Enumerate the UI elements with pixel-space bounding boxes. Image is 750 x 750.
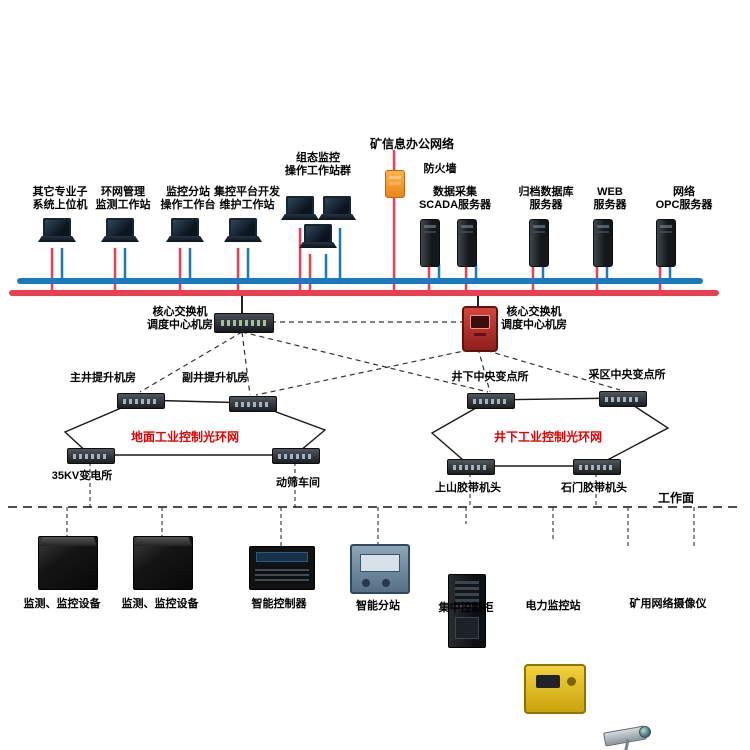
- monitoring-device-icon-1: [38, 536, 98, 590]
- ring-switch-icon-screen-shop: [272, 448, 320, 464]
- ring-switch-icon-district-sub: [599, 391, 647, 407]
- ring-switch-icon-main-shaft: [117, 393, 165, 409]
- laptop-icon-group-3: [299, 224, 337, 256]
- ring-switch-icon-gate-belt: [573, 459, 621, 475]
- intelligent-substation-icon: [350, 544, 410, 594]
- laptop-icon-group-2: [318, 196, 356, 228]
- ground-ring-loop: [63, 399, 327, 456]
- laptop-icon-1: [38, 218, 76, 250]
- firewall-label: 防火墙: [423, 163, 457, 175]
- working-face-device-label-1: 监测、监控设备: [23, 598, 101, 610]
- server-label-web: WEB 服务器: [593, 186, 627, 212]
- ground-ring-title: 地面工业控制光环网: [130, 430, 240, 444]
- core-switch-left-label: 核心交换机 调度中心机房: [147, 306, 213, 332]
- server-tower-icon-scada-2: [457, 219, 477, 267]
- ground-ring-node-label-2: 副井提升机房: [182, 372, 248, 384]
- workstation-group-label: 组态监控 操作工作站群: [285, 152, 351, 178]
- laptop-icon-2: [101, 218, 139, 250]
- working-face-device-label-4: 智能分站: [356, 600, 400, 612]
- core-switch-icon: [214, 313, 274, 333]
- intelligent-controller-icon: [249, 546, 315, 590]
- ring-switch-icon-uphill-belt: [447, 459, 495, 475]
- workstation-label-1: 其它专业子 系统上位机: [32, 186, 88, 212]
- server-label-opc: 网络 OPC服务器: [655, 186, 713, 212]
- control-cabinet-icon: [448, 574, 486, 648]
- underground-ring-title: 井下工业控制光环网: [493, 430, 603, 444]
- server-tower-icon-web: [593, 219, 613, 267]
- core-switch-right-label: 核心交换机 调度中心机房: [501, 306, 567, 332]
- server-tower-icon-scada-1: [420, 219, 440, 267]
- workstation-label-4: 集控平台开发 维护工作站: [214, 186, 280, 212]
- underground-ring-node-label-1: 井下中央变点所: [451, 371, 529, 383]
- working-face-device-label-5: 集中控制柜: [438, 602, 494, 614]
- office-network-label: 矿信息办公网络: [369, 137, 455, 151]
- ground-ring-node-label-3: 35KV变电所: [51, 470, 113, 482]
- server-label-archive: 归档数据库 服务器: [518, 186, 574, 212]
- workstation-label-3: 监控分站 操作工作台: [160, 186, 216, 212]
- working-face-device-label-7: 矿用网络摄像仪: [629, 598, 707, 610]
- working-face-device-label-2: 监测、监控设备: [121, 598, 199, 610]
- server-label-scada: 数据采集 SCADA服务器: [418, 186, 492, 212]
- working-face-device-label-6: 电力监控站: [525, 600, 581, 612]
- mine-core-switch-icon: [462, 306, 498, 352]
- ground-ring-node-label-4: 动筛车间: [276, 477, 320, 489]
- network-camera-icon-1: [602, 722, 654, 750]
- workstation-label-2: 环网管理 监测工作站: [95, 186, 151, 212]
- ring-switch-icon-central-sub: [467, 393, 515, 409]
- ring-switch-icon-35kv: [67, 448, 115, 464]
- working-face-label: 工作面: [657, 491, 695, 505]
- laptop-icon-group-1: [281, 196, 319, 228]
- underground-ring-node-label-2: 采区中央变点所: [588, 369, 666, 381]
- working-face-device-label-3: 智能控制器: [251, 598, 307, 610]
- ground-ring-node-label-1: 主井提升机房: [70, 372, 136, 384]
- server-tower-icon-archive: [529, 219, 549, 267]
- ring-switch-icon-aux-shaft: [229, 396, 277, 412]
- laptop-icon-4: [224, 218, 262, 250]
- underground-ring-node-label-4: 石门胶带机头: [561, 482, 627, 494]
- laptop-icon-3: [166, 218, 204, 250]
- firewall-icon: [385, 170, 405, 198]
- monitoring-device-icon-2: [133, 536, 193, 590]
- underground-ring-node-label-3: 上山胶带机头: [435, 482, 501, 494]
- power-monitoring-station-icon: [524, 664, 586, 714]
- server-tower-icon-opc: [656, 219, 676, 267]
